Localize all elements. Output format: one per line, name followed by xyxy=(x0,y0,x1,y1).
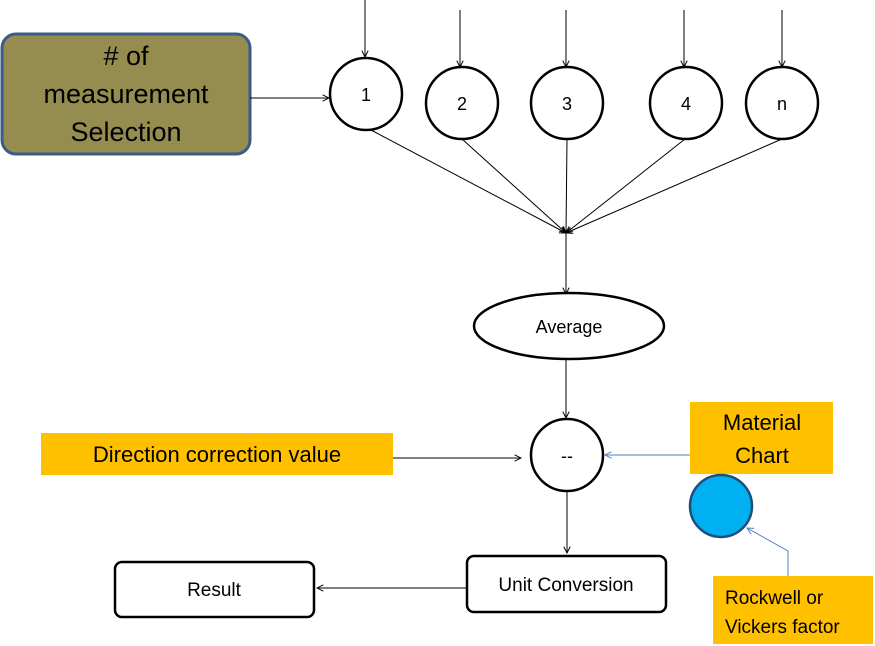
measurement-node-n: n xyxy=(744,65,820,141)
arrow-node-1-to-merge xyxy=(370,129,566,233)
measurement-node-3: 3 xyxy=(529,65,605,141)
measurement-node-label: 1 xyxy=(361,85,371,105)
measurement-node-label: n xyxy=(777,94,787,114)
result-box xyxy=(113,560,316,619)
measurement-node-2: 2 xyxy=(424,65,500,141)
arrow-factor-to-circle xyxy=(747,528,789,576)
unit-conversion-box xyxy=(465,554,668,614)
material-chart-label-line1: Material xyxy=(723,410,801,435)
arrow-node-n-to-merge xyxy=(566,138,783,233)
correction-node-label: -- xyxy=(561,446,573,466)
material-chart-label-box xyxy=(690,402,833,474)
selection-box-line3: Selection xyxy=(70,117,181,147)
measurement-node-1: 1 xyxy=(328,56,404,132)
factor-label-line2: Vickers factor xyxy=(725,617,840,638)
measurement-node-label: 2 xyxy=(457,94,467,114)
factor-label-line1: Rockwell or xyxy=(725,588,824,609)
material-chart-label-line2: Chart xyxy=(735,443,789,468)
measurement-node-label: 4 xyxy=(681,94,691,114)
arrow-node-4-to-merge xyxy=(566,138,686,233)
result-label: Result xyxy=(187,580,242,601)
arrow-node-3-to-merge xyxy=(566,138,567,233)
factor-label-box xyxy=(713,576,873,644)
selection-box-line2: measurement xyxy=(43,79,209,109)
direction-correction-label-box xyxy=(41,433,393,475)
average-label: Average xyxy=(536,317,603,337)
average-node xyxy=(472,291,666,361)
unit-conversion-label: Unit Conversion xyxy=(498,575,633,596)
arrow-node-2-to-merge xyxy=(461,138,566,233)
selection-box-line1: # of xyxy=(103,41,149,71)
measurement-node-4: 4 xyxy=(648,65,724,141)
measurement-node-label: 3 xyxy=(562,94,572,114)
direction-correction-label: Direction correction value xyxy=(93,442,341,467)
factor-circle xyxy=(688,473,754,539)
measurement-selection-box xyxy=(0,32,252,156)
